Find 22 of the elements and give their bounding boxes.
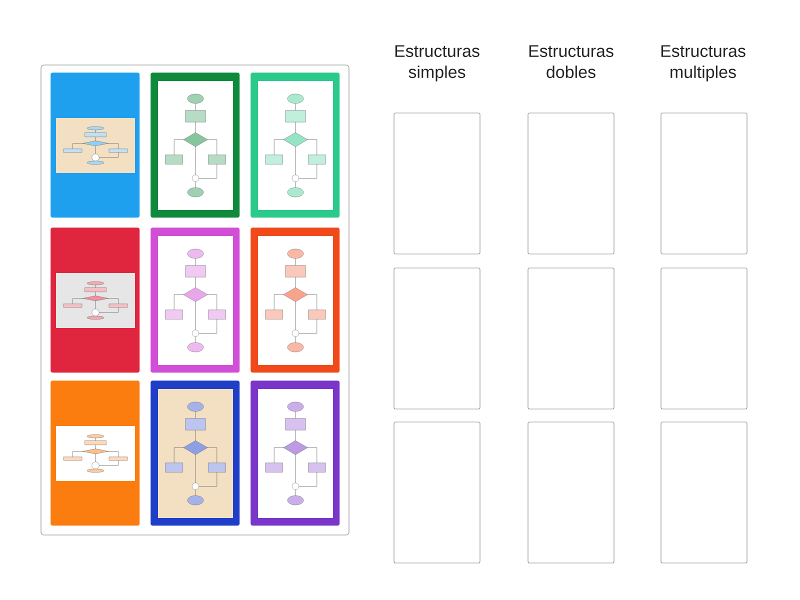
picture — [50, 380, 140, 526]
picture — [50, 72, 140, 218]
drop-slot — [394, 422, 480, 564]
picture — [250, 72, 340, 218]
drop-slot — [660, 422, 748, 564]
drop-slot — [528, 422, 614, 564]
drop-slot — [528, 112, 614, 254]
drop-slot — [528, 268, 614, 410]
drop-slot — [660, 268, 748, 410]
drop-slot — [394, 268, 480, 410]
column-heading: Estructuras multiples — [661, 45, 746, 82]
drop-slot — [394, 112, 480, 254]
picture — [150, 228, 240, 373]
picture — [150, 72, 240, 218]
column-heading: Estructuras simples — [395, 45, 480, 82]
picture — [150, 380, 240, 526]
picture — [50, 228, 140, 373]
picture — [250, 228, 340, 373]
card-panel — [40, 64, 350, 536]
column-heading: Estructuras dobles — [529, 45, 614, 78]
drop-slot — [660, 112, 748, 254]
picture — [250, 380, 340, 526]
